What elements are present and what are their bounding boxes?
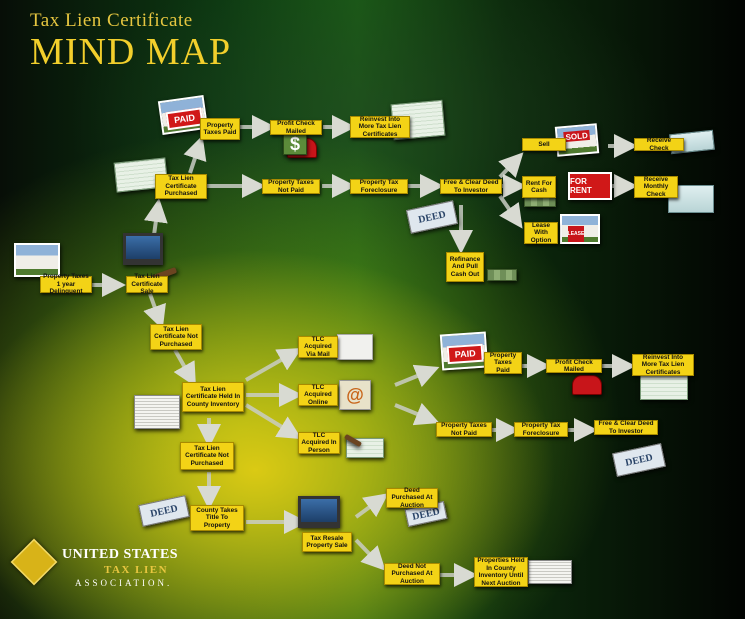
dollar-bill-icon: $ — [283, 133, 307, 155]
node-rent-cash: Rent For Cash — [522, 176, 556, 198]
node-held-inventory: Tax Lien Certificate Held In County Inve… — [182, 382, 244, 412]
arrow — [394, 364, 440, 388]
node-deed-purchased: Deed Purchased At Auction — [386, 487, 438, 509]
node-taxes-paid-top: Property Taxes Paid — [200, 118, 240, 140]
cash-stack-icon — [487, 269, 517, 281]
sold-sign: SOLD — [563, 129, 591, 143]
node-taxes-paid-mid: Property Taxes Paid — [484, 352, 522, 374]
lease-house-photo: LEASE — [560, 214, 600, 244]
cash-stack-icon — [524, 197, 556, 207]
for-rent-sign: FOR RENT — [568, 172, 612, 200]
node-acq-person: TLC Acquired In Person — [298, 432, 340, 454]
logo-line2: TAX LIEN — [104, 564, 169, 576]
computer-monitor-map-icon — [123, 233, 163, 265]
arrow — [354, 493, 389, 519]
paid-house-photo: PAID — [439, 331, 489, 371]
paid-sign: PAID — [446, 343, 484, 365]
at-sign-icon: @ — [339, 380, 371, 410]
node-free-clear-top: Free & Clear Deed To Investor — [440, 179, 502, 194]
node-taxes-not-paid-mid: Property Taxes Not Paid — [436, 422, 492, 437]
logo-line1: UNITED STATES — [62, 547, 179, 562]
arrow — [245, 348, 302, 382]
node-refinance: Refinance And Pull Cash Out — [446, 252, 484, 282]
node-tlc-not-purchased: Tax Lien Certificate Not Purchased — [150, 324, 202, 350]
envelope-icon — [337, 334, 373, 360]
node-lease-option: Lease With Option — [524, 222, 558, 244]
arrow — [173, 349, 196, 387]
logo-line3: ASSOCIATION. — [75, 578, 173, 588]
arrow — [394, 402, 440, 426]
node-profit-check-top: Profit Check Mailed — [270, 120, 322, 135]
node-profit-check-mid: Profit Check Mailed — [546, 359, 602, 373]
node-reinvest-mid: Reinvest Into More Tax Lien Certificates — [632, 354, 694, 376]
paid-sign: PAID — [165, 107, 204, 131]
title-line2: MIND MAP — [30, 31, 232, 73]
arrow — [183, 135, 207, 174]
node-held-until-next: Properties Held In County Inventory Unti… — [474, 557, 528, 587]
node-taxes-not-paid-top: Property Taxes Not Paid — [262, 179, 320, 194]
node-foreclosure-mid: Property Tax Foreclosure — [514, 422, 568, 437]
computer-monitor-map-icon — [298, 496, 340, 528]
node-acq-online: TLC Acquired Online — [298, 384, 338, 406]
node-reinvest-top: Reinvest Into More Tax Lien Certificates — [350, 116, 410, 138]
node-acq-mail: TLC Acquired Via Mail — [298, 336, 338, 358]
arrow — [498, 194, 523, 229]
arrow — [354, 538, 386, 571]
arrow — [143, 293, 166, 330]
node-foreclosure-top: Property Tax Foreclosure — [350, 179, 408, 194]
mailbox-icon — [572, 375, 602, 395]
house-photo — [14, 243, 60, 277]
checks-stack-icon — [668, 185, 714, 213]
title-line1: Tax Lien Certificate — [30, 10, 193, 31]
node-tlc-purchased: Tax Lien Certificate Purchased — [155, 174, 207, 199]
arrow — [498, 152, 524, 179]
node-resale: Tax Resale Property Sale — [302, 532, 352, 552]
arrow — [244, 403, 302, 440]
certificate-stack-icon — [640, 372, 688, 400]
node-delinquent: Property Taxes 1 year Delinquent — [40, 273, 92, 295]
node-receive-check: Receive Check — [634, 137, 684, 152]
node-tlc-not-purchased-2: Tax Lien Certificate Not Purchased — [180, 442, 234, 470]
node-free-clear-mid: Free & Clear Deed To Investor — [594, 420, 658, 435]
lease-sign: LEASE — [568, 226, 584, 242]
certificate-stack-icon — [134, 395, 180, 429]
node-county-takes: County Takes Title To Property — [190, 505, 244, 531]
node-sell: Sell — [522, 138, 566, 151]
node-tlc-sale: Tax Lien Certificate Sale — [126, 273, 168, 295]
node-deed-not-purchased: Deed Not Purchased At Auction — [384, 563, 440, 585]
node-receive-monthly: Receive Monthly Check — [634, 176, 678, 198]
deed-stack-icon — [528, 560, 572, 584]
